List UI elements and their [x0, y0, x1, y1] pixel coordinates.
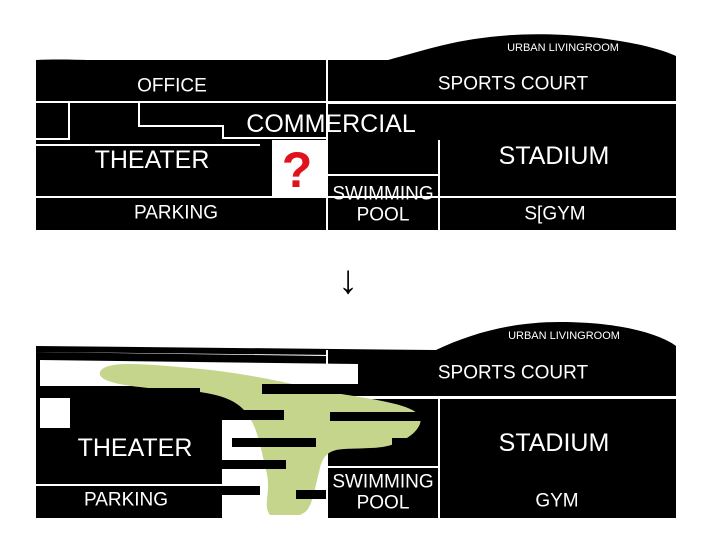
top-swimming-label: SWIMMING	[332, 184, 433, 205]
top-divider-lines	[36, 60, 676, 230]
top-gym-label: S[GYM	[524, 204, 585, 225]
bottom-urban-livingroom-label: URBAN LIVINGROOM	[508, 330, 620, 342]
top-section: URBAN LIVINGROOM OFFICE SPORTS COURT COM…	[36, 34, 676, 230]
top-stadium-label: STADIUM	[499, 142, 610, 170]
top-question-mark: ?	[282, 142, 313, 198]
top-sports-court-label: SPORTS COURT	[438, 74, 589, 95]
top-theater-label: THEATER	[95, 146, 210, 174]
bottom-pool-label: POOL	[357, 493, 410, 514]
bottom-roof-curve	[436, 322, 676, 350]
bottom-parking-label: PARKING	[84, 490, 168, 511]
bottom-swimming-label: SWIMMING	[332, 472, 433, 493]
top-pool-label: POOL	[357, 205, 410, 226]
top-office-label: OFFICE	[137, 76, 207, 97]
bottom-section: URBAN LIVINGROOM SPORTS COURT THEATER ST…	[36, 322, 676, 518]
unknown-program-box	[272, 140, 326, 196]
bottom-stadium-label: STADIUM	[499, 429, 610, 457]
bottom-sports-court-label: SPORTS COURT	[438, 363, 589, 384]
top-urban-livingroom-label: URBAN LIVINGROOM	[507, 42, 619, 54]
bottom-theater-label: THEATER	[78, 434, 193, 462]
top-commercial-label: COMMERCIAL	[246, 110, 416, 138]
transition-arrow: ↓	[338, 258, 358, 302]
bottom-gym-label: GYM	[535, 491, 578, 512]
bottom-floor-bars	[36, 384, 438, 499]
top-parking-label: PARKING	[134, 203, 218, 224]
